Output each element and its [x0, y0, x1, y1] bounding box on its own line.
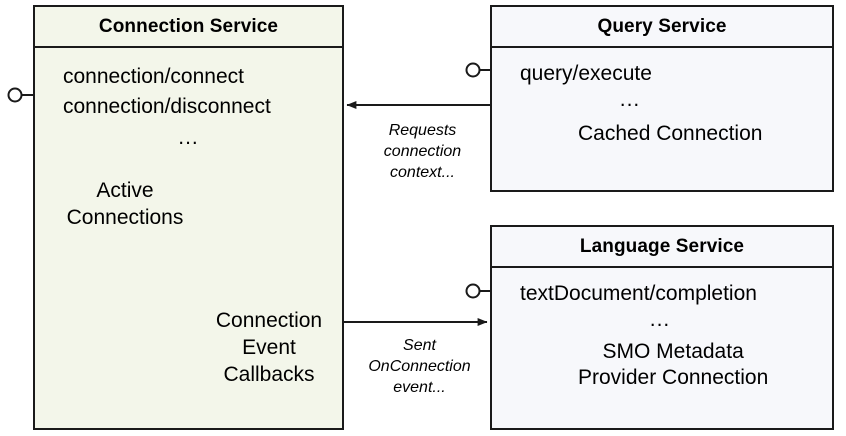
callbacks-label-line1: Connection — [215, 309, 323, 332]
query-service-component[interactable]: Query Service query/execute ... Cached C… — [490, 5, 834, 192]
connection-service-operations-ellipsis: ... — [178, 126, 199, 149]
operation-query-execute[interactable]: query/execute — [520, 62, 652, 85]
query-service-operations-ellipsis: ... — [619, 88, 641, 111]
operation-connection-connect[interactable]: connection/connect — [63, 65, 244, 88]
edge-label-requests-line3: context... — [390, 163, 455, 181]
operation-connection-disconnect[interactable]: connection/disconnect — [63, 94, 271, 118]
smo-metadata-provider-asset: SMO Metadata Provider Connection — [578, 339, 768, 392]
operation-textdocument-completion[interactable]: textDocument/completion — [520, 282, 757, 305]
edge-label-sent-onconnection-event: Sent OnConnection event... — [352, 336, 487, 398]
query-service-body: query/execute ... Cached Connection — [492, 48, 832, 190]
edge-label-requests-line2: connection — [383, 142, 462, 160]
language-service-title: Language Service — [492, 227, 832, 268]
smo-metadata-provider-label-line2: Provider Connection — [578, 366, 769, 390]
connection-event-callbacks-label: Connection Event Callbacks — [189, 308, 349, 389]
active-connections-label-line1: Active — [96, 179, 154, 202]
language-service-component[interactable]: Language Service textDocument/completion… — [490, 225, 834, 430]
callbacks-label-line2: Event — [242, 335, 296, 359]
edge-label-requests-line1: Requests — [388, 122, 457, 139]
edge-label-requests-connection-context: Requests connection context... — [360, 121, 485, 183]
connection-service-operations: connection/connect connection/disconnect — [63, 62, 271, 122]
smo-metadata-provider-label: SMO Metadata Provider Connection — [578, 339, 768, 392]
connection-service-component[interactable]: Connection Service connection/connect co… — [33, 5, 344, 430]
connection-service-title: Connection Service — [35, 7, 342, 48]
edge-label-sent-line3: event... — [393, 378, 446, 396]
language-service-body: textDocument/completion ... SMO Metadata… — [492, 268, 832, 428]
active-connections-label-line2: Connections — [66, 205, 184, 229]
connection-service-body: connection/connect connection/disconnect… — [35, 48, 342, 428]
cached-connection-asset: Cached Connection — [578, 121, 762, 147]
active-connections-label: Active Connections — [45, 178, 205, 232]
edge-label-sent-line2: OnConnection — [368, 357, 471, 375]
edge-label-sent-line1: Sent — [403, 337, 436, 354]
query-service-title: Query Service — [492, 7, 832, 48]
language-service-operations-ellipsis: ... — [649, 308, 671, 331]
smo-metadata-provider-label-line1: SMO Metadata — [602, 340, 744, 363]
callbacks-label-line3: Callbacks — [223, 362, 315, 386]
cached-connection-label: Cached Connection — [578, 122, 763, 145]
